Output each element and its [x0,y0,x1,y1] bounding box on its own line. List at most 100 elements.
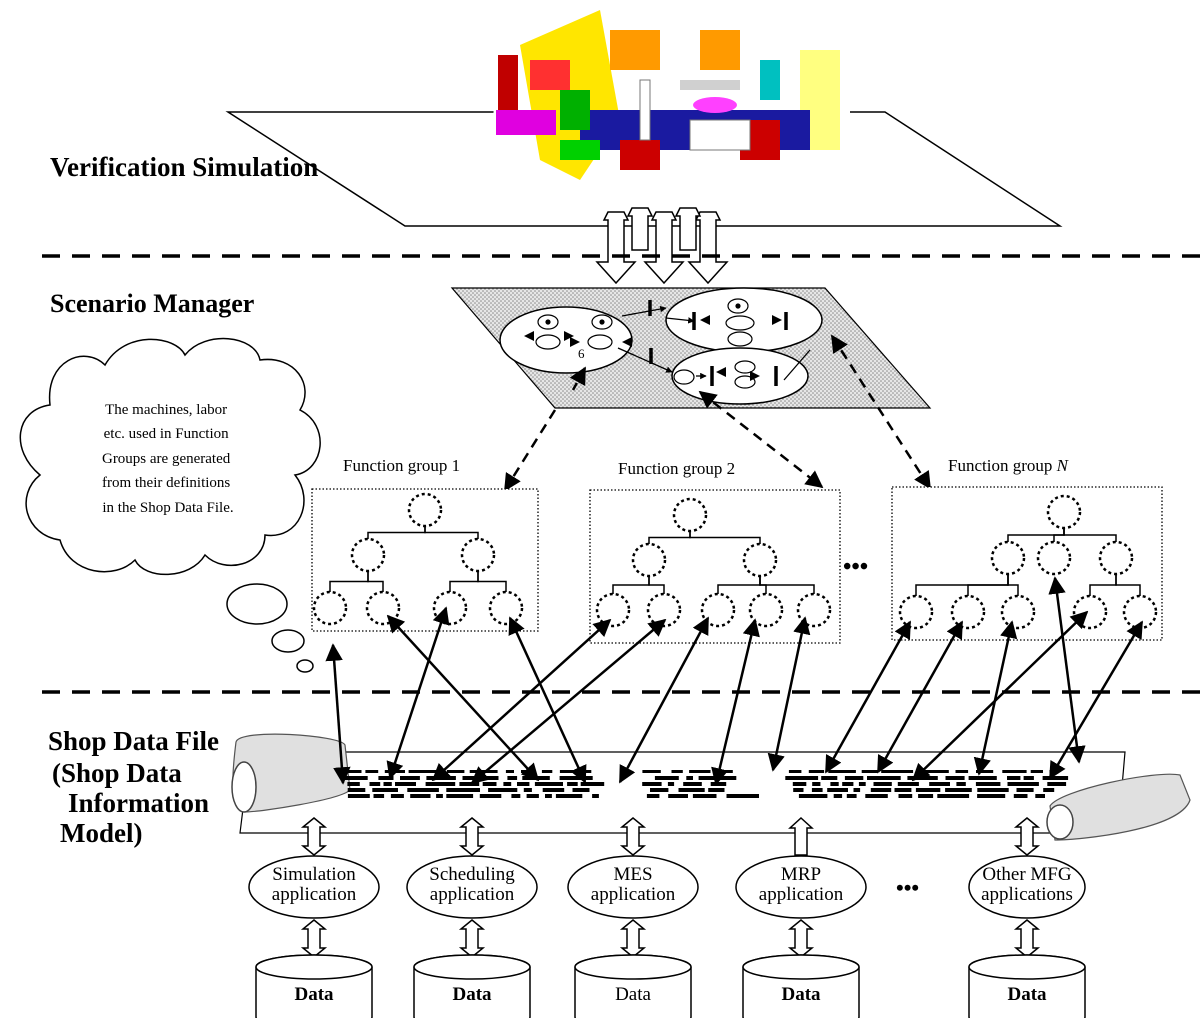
data-store-3: Data [574,954,692,1018]
tree-edge [477,571,507,592]
scroll-data-mark [642,782,662,786]
scroll-data-mark [678,788,705,792]
scroll-data-mark [945,776,965,780]
thought-bubble [19,337,321,673]
scroll-data-mark [646,794,660,798]
data-store-4: Data [742,954,860,1018]
scroll-data-mark [858,782,866,786]
tree-edge [367,571,384,592]
function-group-suffix: 1 [452,456,461,475]
scroll-data-mark [343,776,368,780]
scroll-data-mark [1007,776,1021,780]
shop-label-line: (Shop Data [52,758,182,788]
bidirectional-arrow [787,919,815,958]
cylinder-top [574,954,692,980]
scroll-data-mark [1030,770,1043,773]
scroll-data-mark [347,788,366,792]
bidirectional-arrow [300,817,328,856]
scroll-data-mark [488,788,518,792]
scroll-data-mark [955,770,969,773]
layer-label-scenario: Scenario Manager [50,289,254,318]
interface-arrows [595,207,729,285]
function-group-prefix: Function group [343,456,447,475]
application-label-line: application [430,884,515,905]
thought-bubble-text: The machines, labor etc. used in Functio… [102,402,234,516]
tree-node [898,594,934,630]
scroll-data-mark [592,794,599,798]
scroll-data-mark [446,794,474,798]
scroll-data-mark [408,770,440,773]
tree-node [1036,540,1072,576]
scroll-data-mark [505,770,514,773]
scroll-data-mark [907,776,938,780]
bubble-line: etc. used in Function [104,426,229,442]
scroll-data-mark [517,782,530,786]
scroll-data-mark [347,794,370,798]
scroll-data-mark [654,776,679,780]
scroll-data-mark [507,776,518,780]
scroll-data-mark [788,770,802,773]
scroll-data-mark [785,776,819,780]
scroll-data-mark [1035,794,1045,798]
scroll-data-mark [937,794,970,798]
scroll-data-mark [1013,794,1028,798]
scroll-data-mark [867,776,901,780]
bidirectional-arrow [619,817,647,856]
tree-node [1000,594,1036,630]
scroll-data-mark [426,776,456,780]
function-group-box-1 [311,488,539,632]
scroll-data-mark [853,788,861,792]
cylinder-top [742,954,860,980]
scroll-data-mark [846,794,857,798]
scroll-data-mark [436,794,443,798]
scroll-data-mark [929,782,950,786]
scroll-data-mark [378,776,394,780]
tree-node [1098,540,1134,576]
bidirectional-arrow [300,919,328,958]
application-oval [735,855,867,919]
scroll-data-mark [828,770,856,773]
tree-node [407,492,443,528]
scroll-data-mark [671,770,683,773]
tree-edge [689,531,761,544]
scroll-data-mark [541,770,553,773]
scroll-data-mark [881,770,914,773]
scroll-data-mark [542,788,565,792]
scroll-data-mark [559,770,580,773]
data-store-label: Data [1007,984,1047,1005]
scroll-data-mark [559,776,593,780]
application-oval [968,855,1086,919]
scroll-data-mark [833,794,843,798]
scenario-marker: 6 [578,346,585,361]
application-oval [567,855,699,919]
scroll-data-mark [842,782,854,786]
scroll-data-mark [642,770,661,773]
data-store-5: Data [968,954,1086,1018]
function-group-prefix: Function group [948,456,1052,475]
cylinder-top [968,954,1086,980]
scroll-data-mark [446,770,465,773]
shop-label-line: Shop Data File [48,726,219,756]
scroll-data-mark [1007,782,1039,786]
scroll-data-mark [407,788,439,792]
application-oval [406,855,538,919]
scroll-data-mark [975,782,1001,786]
scenario-plane: 6 [450,287,932,409]
tree-node [950,594,986,630]
tree-node [1046,494,1082,530]
scroll-data-mark [1016,788,1034,792]
scroll-data-mark [827,788,848,792]
scroll-data-mark [1042,776,1069,780]
scroll-data-mark [410,794,431,798]
data-store-label: Data [615,984,651,1005]
scroll-data-mark [446,788,480,792]
application-label-line: Other MFG [982,864,1071,885]
